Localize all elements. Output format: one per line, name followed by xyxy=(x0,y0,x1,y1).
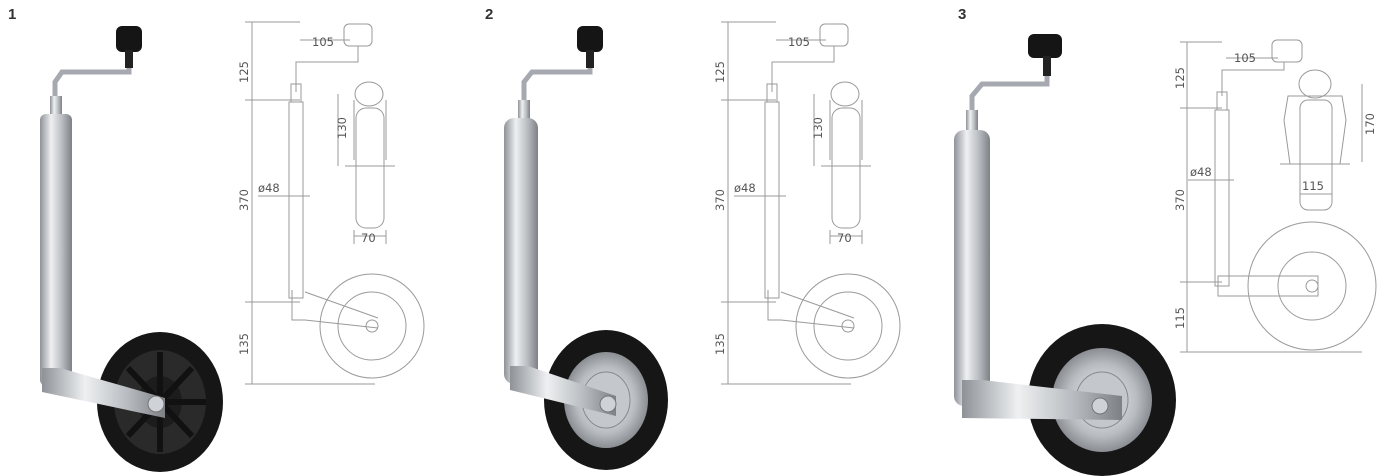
panel-1: 1 xyxy=(0,0,461,476)
dim-tube-dia: ø48 xyxy=(1190,165,1212,179)
dim-tube: 370 xyxy=(237,189,251,211)
jockey-wheel-photo: 125 370 135 105 ø48 130 70 xyxy=(40,21,425,472)
dim-crank: 105 xyxy=(788,35,810,49)
dim-bottom: 115 xyxy=(1173,307,1187,329)
jockey-wheel-photo: 125 370 115 105 ø48 170 115 xyxy=(954,34,1377,476)
panel-number: 1 xyxy=(8,6,17,23)
dim-tube-dia: ø48 xyxy=(258,181,280,195)
dim-wheel-w: 70 xyxy=(837,231,852,245)
dim-tube: 370 xyxy=(1173,189,1187,211)
dim-wheel-w: 115 xyxy=(1302,179,1324,193)
dim-tube-dia: ø48 xyxy=(734,181,756,195)
dim-crank: 105 xyxy=(1234,51,1256,65)
technical-drawing xyxy=(721,21,901,385)
jockey-wheel-photo: 125 370 135 105 ø48 130 70 xyxy=(504,21,901,470)
dim-wheel-h: 130 xyxy=(335,117,349,139)
dim-crank: 105 xyxy=(312,35,334,49)
technical-drawing xyxy=(245,21,425,385)
knob-icon xyxy=(577,26,603,68)
tube xyxy=(40,114,72,386)
dim-top: 125 xyxy=(1173,67,1187,89)
knob-icon xyxy=(116,26,142,68)
dim-bottom: 135 xyxy=(713,333,727,355)
panel-number: 2 xyxy=(485,6,494,23)
dim-wheel-w: 70 xyxy=(361,231,376,245)
panel-number: 3 xyxy=(958,6,967,23)
dim-top: 125 xyxy=(713,61,727,83)
dim-tube: 370 xyxy=(713,189,727,211)
technical-drawing xyxy=(1180,39,1377,353)
dim-bottom: 135 xyxy=(237,333,251,355)
panel-2: 2 xyxy=(476,0,937,476)
knob-icon xyxy=(1028,34,1062,76)
panel-3: 3 xyxy=(922,0,1383,476)
dim-wheel-h: 130 xyxy=(811,117,825,139)
dim-wheel-h: 170 xyxy=(1363,113,1377,135)
dim-top: 125 xyxy=(237,61,251,83)
